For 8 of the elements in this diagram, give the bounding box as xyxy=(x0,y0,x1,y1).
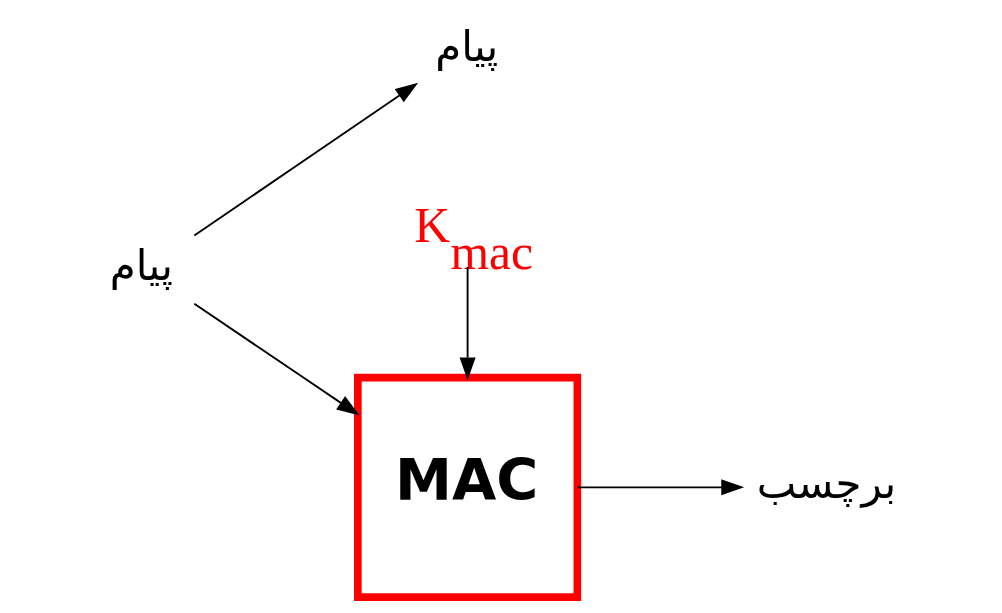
node-box: MAC xyxy=(354,373,582,601)
arrow xyxy=(576,479,745,496)
node-text: پیام xyxy=(109,241,173,291)
arrow xyxy=(193,82,419,237)
arrow xyxy=(193,302,360,416)
arrow xyxy=(459,265,476,381)
node-text: برچسب xyxy=(756,459,897,509)
node-text: پیام xyxy=(435,21,499,71)
